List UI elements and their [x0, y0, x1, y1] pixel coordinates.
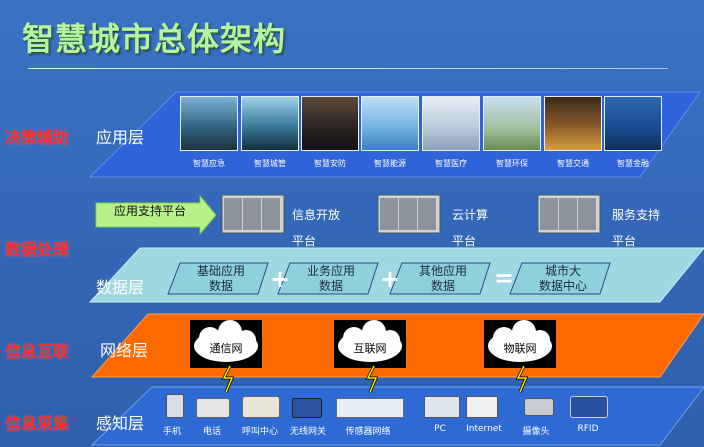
data-chip-shape-3	[389, 262, 491, 295]
lightning-icon	[516, 365, 528, 393]
side-label-collection: 信息采集	[5, 414, 70, 433]
plus-operator: +	[270, 265, 291, 293]
data-item: 其他应用 数据	[418, 264, 467, 293]
app-thumb-traffic	[544, 96, 602, 151]
app-label: 智慧安防	[314, 159, 346, 168]
platform-label: 服务支持 平台	[612, 208, 661, 248]
device-label: Internet	[466, 424, 502, 434]
device-label: 手机	[162, 427, 181, 437]
telephone-icon	[196, 398, 230, 418]
side-label-processing: 数据处理	[5, 240, 70, 259]
data-item: 基础应用 数据	[196, 264, 245, 293]
app-thumb-medical	[422, 96, 480, 151]
app-label: 智慧交通	[557, 159, 589, 168]
app-thumb-environment	[483, 96, 541, 151]
device-label: 传感器网络	[345, 427, 391, 437]
app-label: 智慧金融	[617, 159, 649, 168]
cloud-icon	[190, 320, 262, 368]
sensor-network-icon	[336, 398, 404, 418]
data-chip-shape-2	[277, 262, 379, 295]
layer-name-data: 数据层	[96, 278, 145, 297]
device-label: 电话	[202, 427, 221, 437]
app-label: 智慧医疗	[435, 159, 467, 168]
phone-icon	[166, 394, 184, 418]
internet-icon	[466, 396, 498, 418]
app-thumb-urban	[241, 96, 299, 151]
app-thumb-security	[301, 96, 359, 151]
side-label-decision: 决策辅助	[5, 128, 70, 147]
device-label: 无线网关	[289, 427, 326, 437]
app-label: 智慧环保	[496, 159, 528, 168]
app-label: 智慧应急	[193, 159, 225, 168]
device-label: RFID	[577, 424, 599, 434]
call-center-icon	[242, 396, 280, 418]
app-label: 智慧城管	[254, 159, 286, 168]
data-item: 城市大 数据中心	[538, 264, 587, 293]
data-chip-shape-1	[167, 262, 269, 295]
lightning-icon	[222, 365, 234, 393]
page-title: 智慧城市总体架构	[22, 20, 287, 58]
platform-label: 信息开放 平台	[292, 208, 341, 248]
cloud-icon	[334, 320, 406, 368]
rfid-icon	[570, 396, 608, 418]
cloud-icon	[484, 320, 556, 368]
network-label: 互联网	[353, 342, 387, 355]
device-label: 呼叫中心	[241, 427, 278, 437]
wireless-gateway-icon	[292, 398, 322, 418]
network-label: 物联网	[503, 342, 537, 355]
camera-icon	[524, 398, 554, 416]
plus-operator: +	[380, 265, 401, 293]
app-label: 智慧能源	[374, 159, 406, 168]
side-label-interconnect: 信息互联	[5, 342, 70, 361]
support-arrow	[95, 194, 217, 236]
data-item: 业务应用 数据	[306, 264, 355, 293]
layer-name-sensing: 感知层	[96, 414, 145, 433]
network-label: 通信网	[209, 342, 243, 355]
server-icon	[377, 194, 441, 234]
title-divider	[28, 68, 668, 69]
equals-operator: =	[494, 264, 515, 292]
layer-name-application: 应用层	[96, 128, 145, 147]
layer-name-network: 网络层	[100, 341, 149, 360]
device-label: 摄像头	[522, 427, 550, 437]
data-chip-shape-4	[509, 262, 611, 295]
device-label: PC	[434, 424, 446, 434]
lightning-icon	[366, 365, 378, 393]
support-arrow-label: 应用支持平台	[113, 204, 186, 218]
server-icon	[221, 194, 285, 234]
platform-label: 云计算 平台	[452, 208, 489, 248]
app-thumb-finance	[604, 96, 662, 151]
pc-icon	[424, 396, 460, 418]
app-thumb-energy	[361, 96, 419, 151]
app-thumb-emergency	[180, 96, 238, 151]
server-icon	[537, 194, 601, 234]
